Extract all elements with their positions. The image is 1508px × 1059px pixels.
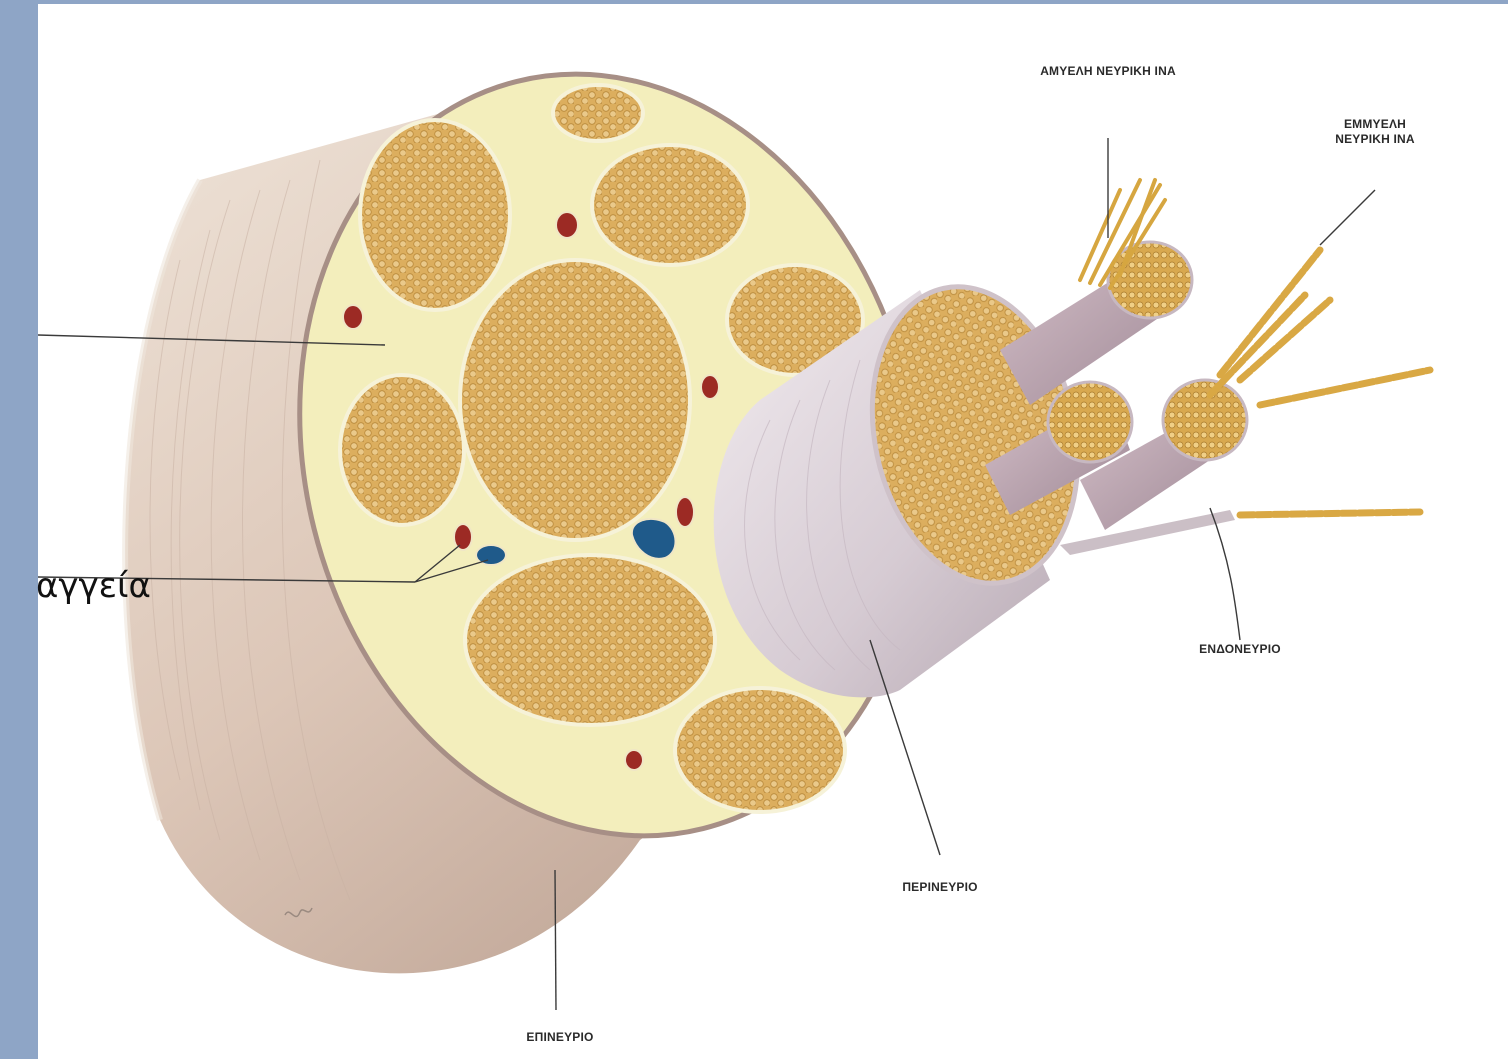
myelinated-fibers <box>1210 250 1430 515</box>
slide-frame-left <box>0 0 38 1059</box>
label-myelinated-fiber: ΕΜΜΥΕΛΗ ΝΕΥΡΙΚΗ ΙΝΑ <box>1320 117 1430 147</box>
label-endoneurium: ΕΝΔΟΝΕΥΡΙΟ <box>1180 642 1300 657</box>
slide-frame-top <box>0 0 1508 4</box>
label-epineurium: ΕΠΙΝΕΥΡΙΟ <box>500 1030 620 1045</box>
label-perineurium: ΠΕΡΙΝΕΥΡΙΟ <box>880 880 1000 895</box>
label-unmyelinated-fiber: ΑΜΥΕΛΗ ΝΕΥΡΙΚΗ ΙΝΑ <box>1018 64 1198 79</box>
label-vessels: αγγεία <box>36 566 151 606</box>
